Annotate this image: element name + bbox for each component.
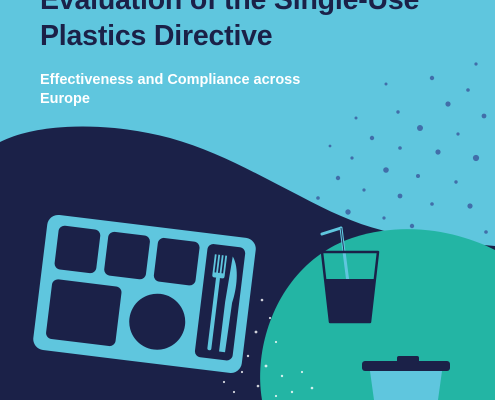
meal-tray-icon (33, 214, 256, 374)
title-line-2: Plastics Directive (40, 20, 273, 52)
report-title: Evaluation of the Single-Use Plastics Di… (40, 0, 480, 54)
report-subtitle: Effectiveness and Compliance across Euro… (40, 71, 370, 109)
title-line-1: Evaluation of the Single-Use (40, 0, 420, 16)
speckle-dots (310, 62, 488, 243)
food-container-icon (362, 356, 450, 400)
glass-with-straw-icon (320, 226, 380, 324)
subtitle-line-2: Europe (40, 91, 90, 107)
fork-icon (207, 254, 228, 351)
knife-icon (219, 256, 237, 353)
white-dots (222, 298, 314, 398)
subtitle-line-1: Effectiveness and Compliance across (40, 72, 301, 88)
teal-blob-shape (260, 229, 495, 400)
